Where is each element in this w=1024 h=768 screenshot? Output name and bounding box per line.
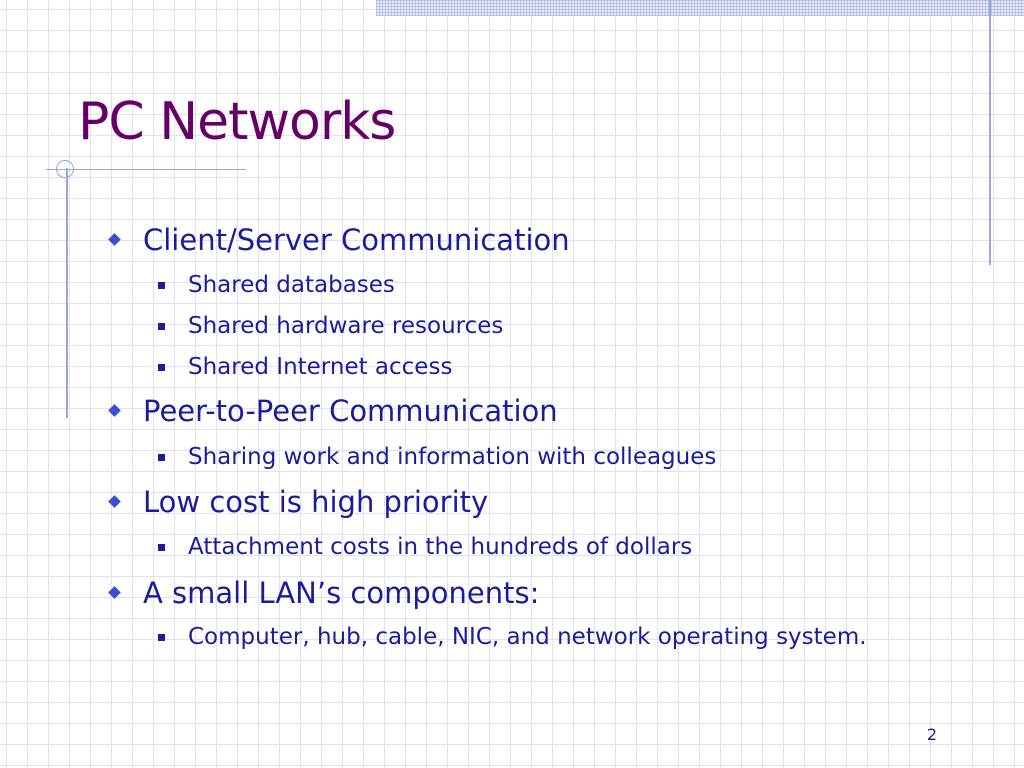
sub-bullet-item: Shared Internet access bbox=[158, 352, 453, 382]
bullet-item: Low cost is high priority bbox=[108, 484, 489, 520]
bullet-text: Client/Server Communication bbox=[143, 223, 570, 257]
square-bullet-icon bbox=[158, 323, 165, 330]
bullet-text: A small LAN’s components: bbox=[143, 576, 540, 610]
sub-bullet-text: Computer, hub, cable, NIC, and network o… bbox=[188, 624, 867, 650]
sub-bullet-text: Shared hardware resources bbox=[188, 313, 504, 339]
square-bullet-icon bbox=[158, 544, 165, 551]
sub-bullet-text: Shared Internet access bbox=[188, 354, 453, 380]
bullet-item: A small LAN’s components: bbox=[108, 575, 540, 611]
diamond-bullet-icon bbox=[108, 495, 121, 508]
title-ring-ornament-icon bbox=[56, 160, 74, 178]
diamond-bullet-icon bbox=[108, 233, 121, 246]
bullet-text: Peer-to-Peer Communication bbox=[143, 394, 558, 428]
sub-bullet-text: Shared databases bbox=[188, 272, 395, 298]
square-bullet-icon bbox=[158, 364, 165, 371]
sub-bullet-item: Sharing work and information with collea… bbox=[158, 442, 717, 472]
diamond-bullet-icon bbox=[108, 586, 121, 599]
bullet-item: Peer-to-Peer Communication bbox=[108, 393, 558, 429]
slide-title: PC Networks bbox=[78, 92, 396, 152]
sub-bullet-text: Attachment costs in the hundreds of doll… bbox=[188, 534, 693, 560]
square-bullet-icon bbox=[158, 282, 165, 289]
right-vertical-rule bbox=[989, 0, 991, 265]
sub-bullet-item: Shared databases bbox=[158, 270, 395, 300]
page-number: 2 bbox=[926, 725, 938, 744]
bullet-item: Client/Server Communication bbox=[108, 222, 570, 258]
sub-bullet-item: Computer, hub, cable, NIC, and network o… bbox=[158, 622, 867, 652]
left-vertical-rule bbox=[66, 168, 68, 418]
bullet-text: Low cost is high priority bbox=[143, 485, 489, 519]
title-underline-rule bbox=[46, 169, 246, 170]
sub-bullet-item: Shared hardware resources bbox=[158, 311, 504, 341]
square-bullet-icon bbox=[158, 454, 165, 461]
top-decorative-band bbox=[376, 0, 1024, 16]
square-bullet-icon bbox=[158, 634, 165, 641]
sub-bullet-text: Sharing work and information with collea… bbox=[188, 444, 717, 470]
diamond-bullet-icon bbox=[108, 404, 121, 417]
sub-bullet-item: Attachment costs in the hundreds of doll… bbox=[158, 532, 693, 562]
